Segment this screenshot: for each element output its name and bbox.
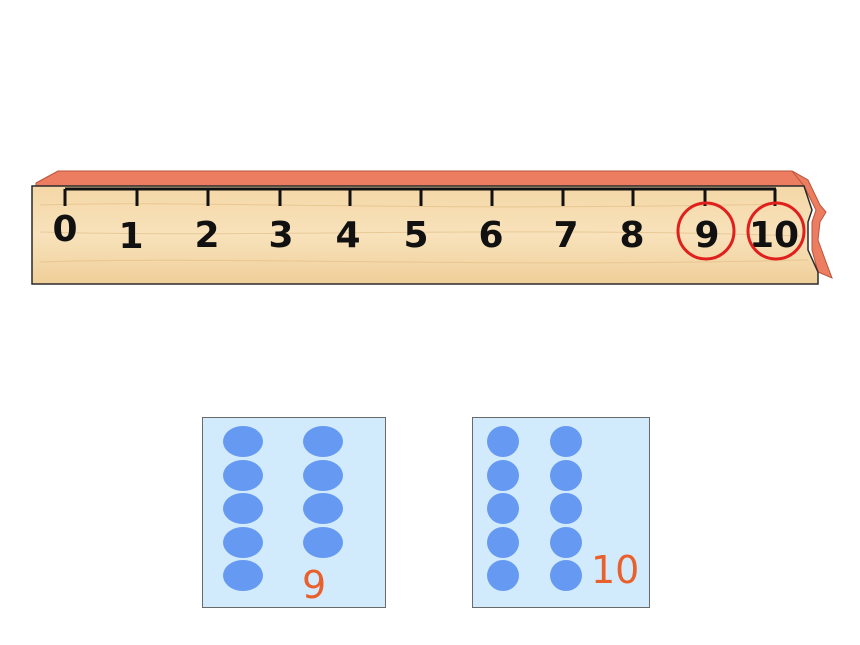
highlight-circle-10 <box>746 201 806 261</box>
dot-card-ten: 10 <box>472 417 650 608</box>
counting-dot <box>303 426 343 457</box>
counting-dot <box>550 426 582 457</box>
ruler-grain <box>39 203 809 264</box>
counting-dot <box>550 493 582 524</box>
counting-dot <box>303 526 343 558</box>
tick-label-8: 8 <box>619 215 644 256</box>
dot-card-nine: 9 <box>202 417 386 608</box>
tick-label-6: 6 <box>478 215 503 256</box>
counting-dot <box>550 526 582 558</box>
counting-dot <box>487 526 519 558</box>
counting-dot <box>550 459 582 491</box>
counting-dot <box>487 459 519 491</box>
counting-dot <box>223 560 263 591</box>
counting-dot <box>487 426 519 457</box>
tick-label-4: 4 <box>335 215 360 256</box>
counting-dot <box>223 459 263 491</box>
tick-label-10: 10 <box>749 215 799 256</box>
counting-dot <box>223 493 263 524</box>
tick-label-0: 0 <box>52 209 77 250</box>
ruler-top-edge <box>35 170 809 187</box>
counting-dot <box>550 560 582 591</box>
highlight-circle-9 <box>676 201 736 261</box>
tick-label-1: 1 <box>118 216 143 257</box>
counting-dot <box>223 426 263 457</box>
tick-label-3: 3 <box>268 215 293 256</box>
card-number-nine: 9 <box>302 563 327 607</box>
counting-dot <box>303 493 343 524</box>
tick-label-5: 5 <box>403 215 428 256</box>
ruler-right-edge <box>791 170 833 279</box>
card-number-ten: 10 <box>591 548 640 592</box>
tick-label-7: 7 <box>553 215 578 256</box>
counting-dot <box>487 560 519 591</box>
counting-dot <box>303 459 343 491</box>
number-line-circles <box>676 201 806 261</box>
ruler-body <box>31 185 819 285</box>
counting-dot <box>487 493 519 524</box>
tick-label-9: 9 <box>694 215 719 256</box>
tick-label-2: 2 <box>194 215 219 256</box>
counting-dot <box>223 526 263 558</box>
